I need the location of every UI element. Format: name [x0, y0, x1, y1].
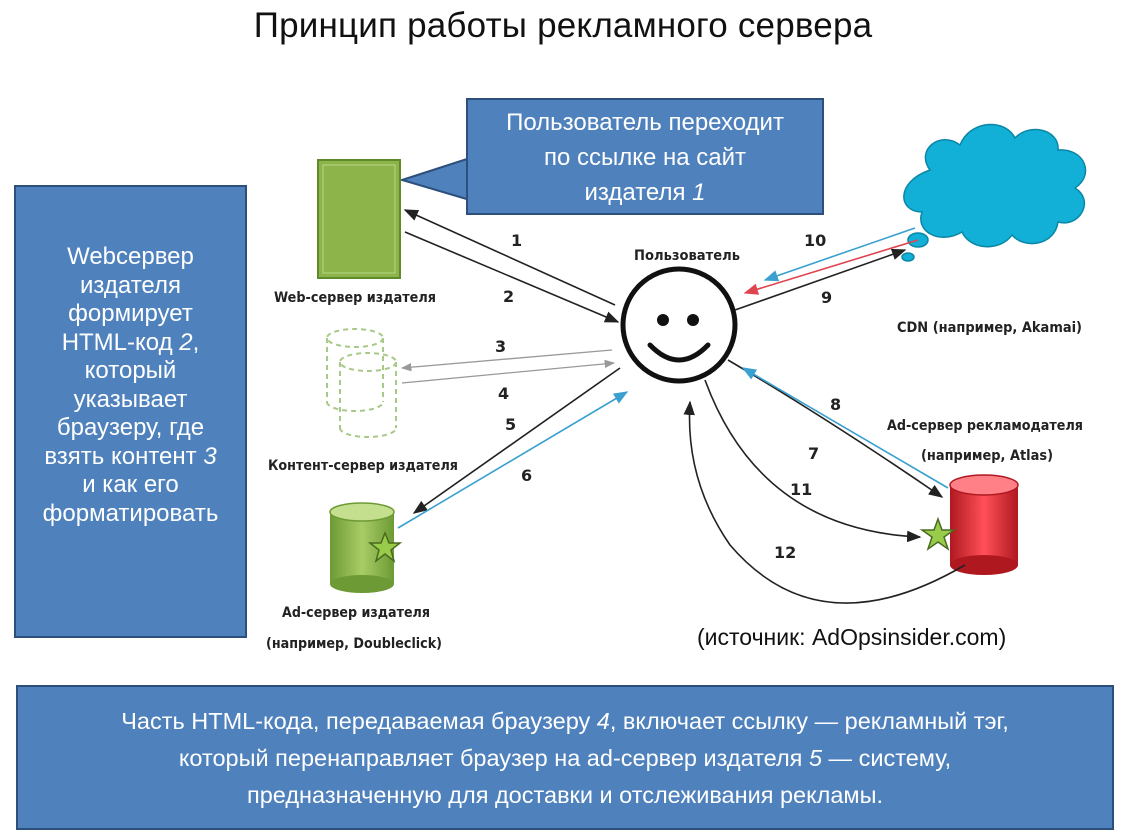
source-caption: (источник: AdOpsinsider.com) — [697, 624, 1007, 650]
bottom-line: предназначенную для доставки и отслежива… — [246, 782, 884, 808]
content-server-icon — [326, 328, 397, 438]
arrow-2 — [404, 231, 620, 323]
bottom-text: Часть HTML-кода, передаваемая браузеру — [121, 708, 597, 734]
publisher-star-icon — [367, 530, 403, 563]
bubble-line: Пользователь переходит — [506, 109, 784, 136]
arrow-11 — [704, 379, 922, 543]
bottom-line: Часть HTML-кода, передаваемая браузеру 4… — [38, 703, 1092, 740]
content-server-label: Контент-сервер издателя — [268, 458, 458, 474]
left-box-line: издателя — [80, 271, 181, 299]
step-ref: 4 — [596, 708, 610, 734]
bottom-text: — систему, — [822, 745, 952, 771]
step-label-3: 3 — [495, 337, 506, 356]
step-ref: 2 — [179, 328, 193, 356]
step-label-4: 4 — [498, 384, 509, 403]
publisher-ad-server-example: (например, Doubleclick) — [266, 636, 442, 652]
web-server-icon — [317, 159, 401, 279]
arrow-4 — [401, 359, 616, 384]
step-label-12: 12 — [774, 543, 796, 562]
bubble-line: издателя 1 — [478, 175, 812, 210]
publisher-webserver-explanation: Webсервер издателя формирует HTML-код 2,… — [14, 185, 247, 638]
left-box-line: браузеру, где — [56, 414, 205, 441]
left-box-line: форматировать — [42, 499, 219, 527]
web-server-label: Web-сервер издателя — [274, 290, 436, 306]
step-label-7: 7 — [808, 444, 819, 463]
bubble-text: издателя — [584, 179, 693, 206]
ad-server-diagram: 1 2 3 4 5 6 7 8 9 10 11 12 Web-сервер из… — [266, 123, 1087, 652]
arrow-8 — [741, 367, 949, 489]
advertiser-ad-server-icon — [949, 474, 1019, 575]
bottom-text: , включает ссылку — рекламный тэг, — [609, 708, 1009, 734]
arrow-6 — [397, 391, 629, 529]
step-label-10: 10 — [804, 231, 826, 250]
user-label: Пользователь — [634, 248, 740, 264]
step-ref: 5 — [808, 745, 823, 771]
cdn-cloud-icon — [901, 123, 1087, 262]
page-title: Принцип работы рекламного сервера — [253, 6, 873, 45]
arrow-9 — [734, 248, 907, 311]
step-label-11: 11 — [790, 480, 812, 499]
arrow-10-red — [743, 239, 919, 295]
publisher-ad-server-label: Ad-сервер издателя — [282, 605, 430, 621]
step-ref: 3 — [203, 442, 217, 470]
step-label-1: 1 — [511, 231, 522, 250]
bottom-line: который перенаправляет браузер на ad-сер… — [38, 740, 1092, 777]
arrow-5 — [412, 367, 621, 514]
left-box-text: , — [192, 328, 200, 356]
advertiser-ad-server-label: Ad-сервер рекламодателя — [887, 418, 1083, 434]
bubble-tail — [398, 156, 471, 202]
left-box-line: взять контент 3 — [24, 443, 237, 472]
arrow-1 — [403, 209, 616, 306]
arrow-12 — [683, 400, 966, 604]
step-label-9: 9 — [821, 288, 832, 307]
arrow-10-blue — [763, 227, 916, 282]
left-box-text: взять контент — [44, 442, 204, 470]
user-callout-bubble: Пользователь переходит по ссылке на сайт… — [466, 98, 824, 215]
left-box-line: HTML-код 2, — [24, 329, 237, 358]
left-box-text: HTML-код — [61, 328, 180, 356]
user-face-icon — [620, 266, 738, 384]
left-box-line: Webсервер — [67, 243, 194, 270]
left-box-line: формирует — [68, 300, 193, 327]
publisher-ad-server-icon — [329, 502, 395, 593]
step-label-2: 2 — [503, 287, 514, 306]
bubble-line: по ссылке на сайт — [543, 144, 747, 171]
advertiser-star-icon — [919, 516, 957, 551]
arrow-3 — [400, 349, 613, 372]
cdn-label: CDN (например, Akamai) — [897, 320, 1082, 336]
step-label-6: 6 — [521, 466, 532, 485]
advertiser-ad-server-example: (например, Atlas) — [921, 448, 1053, 464]
step-label-8: 8 — [830, 395, 841, 414]
left-box-line: который — [84, 357, 177, 384]
left-box-line: и как его — [82, 471, 179, 498]
step-ref: 1 — [692, 179, 706, 206]
left-box-line: указывает — [73, 385, 188, 413]
ad-tag-explanation: Часть HTML-кода, передаваемая браузеру 4… — [16, 685, 1114, 830]
step-label-5: 5 — [505, 415, 516, 434]
bottom-text: который перенаправляет браузер на ad-сер… — [178, 745, 809, 771]
